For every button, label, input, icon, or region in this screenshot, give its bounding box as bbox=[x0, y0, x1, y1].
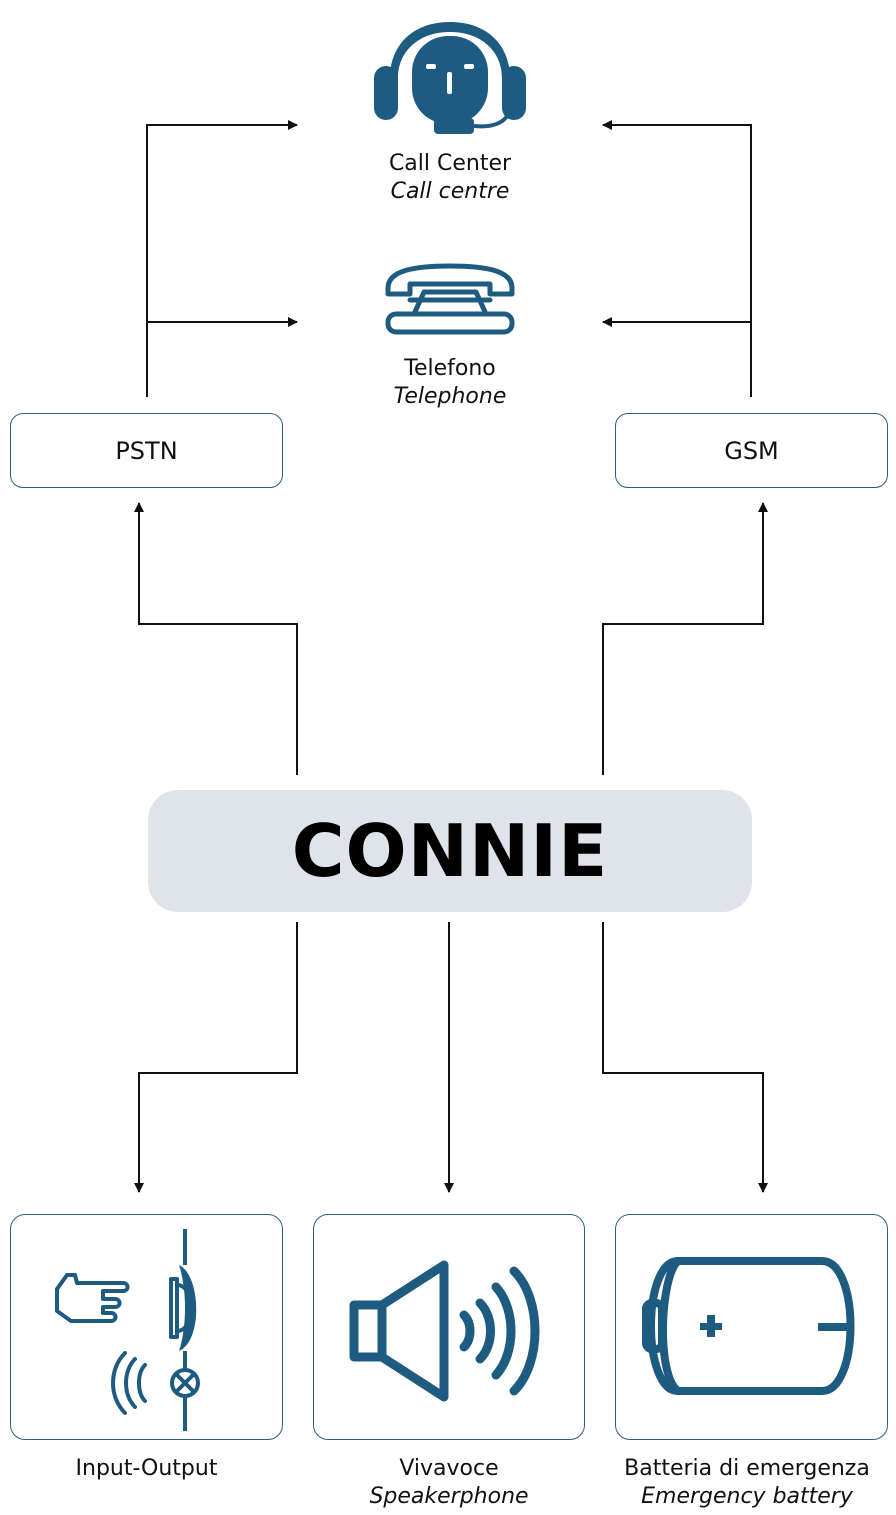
emergency-battery-label: Batteria di emergenza Emergency battery bbox=[598, 1455, 896, 1511]
connie-to-battery-connector bbox=[602, 922, 768, 1193]
connie-hub: CONNIE bbox=[148, 790, 752, 912]
connie-to-pstn-connector bbox=[134, 502, 298, 775]
speakerphone-label: Vivavoce Speakerphone bbox=[313, 1455, 585, 1511]
gsm-to-call-center-connector bbox=[602, 120, 752, 397]
connie-title: CONNIE bbox=[291, 809, 609, 893]
desk-telephone-icon bbox=[385, 263, 515, 335]
call-center-subtitle: Call centre bbox=[390, 179, 510, 204]
call-center-label: Call Center Call centre bbox=[298, 150, 602, 206]
battery-icon bbox=[642, 1257, 855, 1395]
pstn-to-call-center-connector bbox=[146, 120, 298, 397]
pstn-box: PSTN bbox=[10, 413, 283, 488]
emergency-battery-box bbox=[615, 1214, 888, 1440]
speakerphone-title: Vivavoce bbox=[399, 1456, 499, 1481]
telephone-title: Telefono bbox=[404, 356, 496, 381]
headset-agent-icon bbox=[374, 22, 526, 134]
speakerphone-box bbox=[313, 1214, 585, 1440]
telephone-label: Telefono Telephone bbox=[298, 355, 602, 411]
emergency-battery-title: Batteria di emergenza bbox=[624, 1456, 870, 1481]
telephone-subtitle: Telephone bbox=[393, 384, 507, 409]
input-output-label: Input-Output bbox=[10, 1455, 283, 1483]
input-output-title: Input-Output bbox=[75, 1456, 218, 1481]
gsm-box: GSM bbox=[615, 413, 888, 488]
connie-to-gsm-connector bbox=[602, 502, 768, 775]
emergency-battery-subtitle: Emergency battery bbox=[641, 1484, 853, 1509]
call-center-title: Call Center bbox=[388, 151, 512, 176]
connie-to-io-connector bbox=[134, 922, 298, 1193]
input-output-box bbox=[10, 1214, 283, 1440]
speaker-icon bbox=[349, 1260, 540, 1402]
push-button-and-lamp-icon bbox=[55, 1229, 200, 1431]
speakerphone-subtitle: Speakerphone bbox=[369, 1484, 529, 1509]
gsm-label: GSM bbox=[724, 436, 779, 465]
pstn-label: PSTN bbox=[115, 436, 178, 465]
